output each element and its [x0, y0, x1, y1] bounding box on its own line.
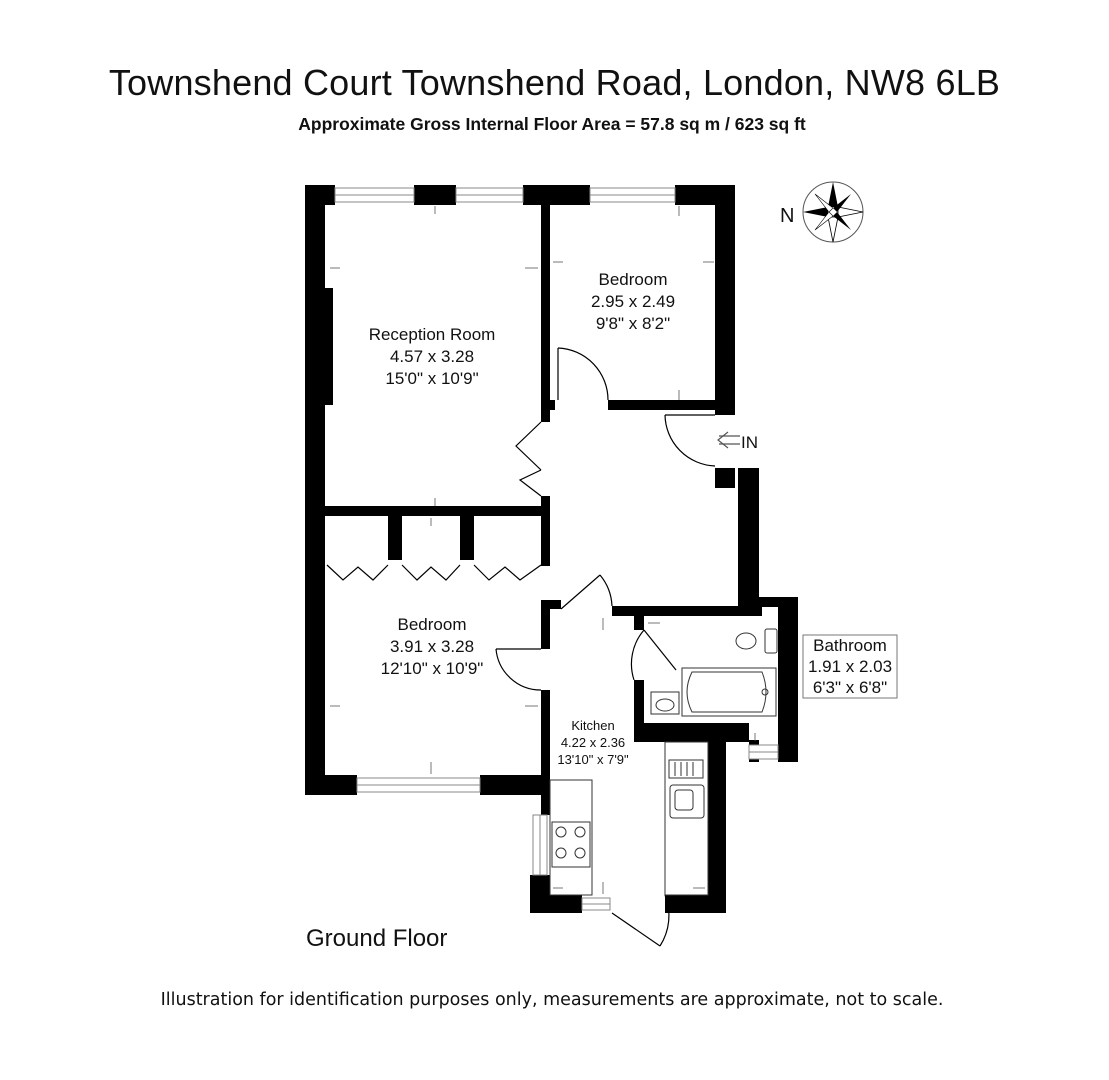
room-imperial: 9'8" x 8'2" [596, 314, 670, 333]
room-imperial: 13'10" x 7'9" [557, 752, 629, 767]
room-name: Reception Room [369, 325, 496, 344]
disclaimer-text: Illustration for identification purposes… [160, 990, 944, 1010]
fixtures [549, 628, 778, 896]
entrance-label: IN [741, 433, 758, 452]
room-metric: 1.91 x 2.03 [808, 657, 892, 676]
entrance-arrow-icon [717, 431, 740, 449]
compass-icon [802, 181, 864, 243]
room-bedroom-bottom: Bedroom 3.91 x 3.28 12'10" x 10'9" [381, 615, 484, 678]
room-imperial: 15'0" x 10'9" [385, 369, 478, 388]
room-metric: 4.57 x 3.28 [390, 347, 474, 366]
walls [305, 185, 798, 913]
room-name: Bathroom [813, 636, 887, 655]
room-metric: 2.95 x 2.49 [591, 292, 675, 311]
plan-title: Townshend Court Townshend Road, London, … [108, 62, 1001, 103]
floor-area-subtitle: Approximate Gross Internal Floor Area = … [298, 114, 806, 134]
room-metric: 3.91 x 3.28 [390, 637, 474, 656]
room-metric: 4.22 x 2.36 [561, 735, 625, 750]
room-name: Kitchen [571, 718, 614, 733]
room-bathroom: Bathroom 1.91 x 2.03 6'3" x 6'8" [802, 634, 898, 699]
floor-name: Ground Floor [306, 925, 448, 952]
doors [326, 347, 716, 947]
room-kitchen: Kitchen 4.22 x 2.36 13'10" x 7'9" [557, 718, 629, 767]
room-reception: Reception Room 4.57 x 3.28 15'0" x 10'9" [369, 325, 496, 388]
room-bedroom-top: Bedroom 2.95 x 2.49 9'8" x 8'2" [591, 270, 675, 333]
room-imperial: 6'3" x 6'8" [813, 678, 887, 697]
room-imperial: 12'10" x 10'9" [381, 659, 484, 678]
windows [334, 187, 779, 911]
compass-label: N [780, 205, 794, 227]
room-name: Bedroom [398, 615, 467, 634]
room-name: Bedroom [599, 270, 668, 289]
dimension-markers [330, 206, 756, 894]
